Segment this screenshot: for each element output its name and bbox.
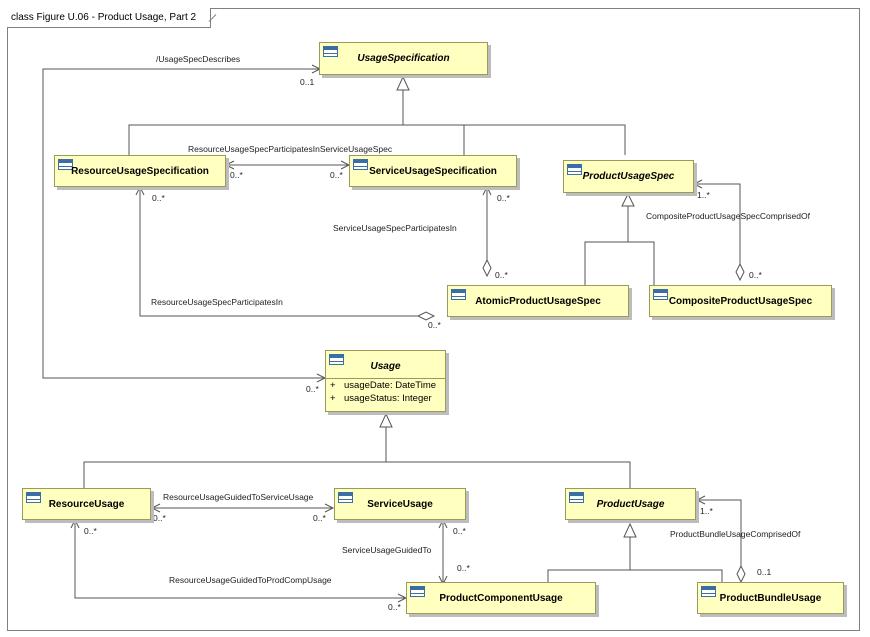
rus-apus-diamond — [416, 311, 436, 321]
mult-apus-top: 0..* — [495, 270, 508, 280]
mult-ru-to-su-right: 0..* — [313, 513, 326, 523]
class-icon — [410, 586, 425, 597]
ru-su-arrow-left — [150, 503, 161, 513]
su-pcu-arrow-top — [438, 518, 448, 529]
assoc-label-su-guided-to: ServiceUsageGuidedTo — [342, 545, 432, 555]
mult-pu-bundle: 1..* — [700, 506, 713, 516]
mult-cpus-top: 0..* — [749, 270, 762, 280]
class-service-usage[interactable]: ServiceUsage — [334, 488, 466, 520]
class-name: ServiceUsage — [367, 499, 433, 510]
mult-sus-bottom: 0..* — [497, 193, 510, 203]
class-icon — [569, 492, 584, 503]
attribute-text: usageStatus: Integer — [344, 393, 432, 404]
class-icon — [26, 492, 41, 503]
mult-rus-bottom: 0..* — [152, 193, 165, 203]
class-icon — [653, 289, 668, 300]
class-name: ProductComponentUsage — [439, 593, 563, 604]
assoc-label-rus-participates-in: ResourceUsageSpecParticipatesIn — [151, 297, 283, 307]
assoc-label-sus-participates-in: ServiceUsageSpecParticipatesIn — [333, 223, 457, 233]
pbu-comprised-arrow — [695, 495, 706, 505]
sus-apus-arrow — [482, 185, 492, 196]
mult-rus-to-sus-right: 0..* — [330, 170, 343, 180]
class-product-component-usage[interactable]: ProductComponentUsage — [406, 582, 596, 614]
class-icon — [701, 586, 716, 597]
assoc-label-ru-guided-to-su: ResourceUsageGuidedToServiceUsage — [163, 492, 314, 502]
assoc-label-ru-guided-to-pcu: ResourceUsageGuidedToProdCompUsage — [169, 575, 332, 585]
class-icon — [567, 164, 582, 175]
mult-su-bottom: 0..* — [453, 526, 466, 536]
class-product-usage-spec[interactable]: ProductUsageSpec — [563, 160, 694, 193]
usage-spec-describes-line — [42, 68, 325, 379]
mult-usage-spec-describes: 0..1 — [300, 77, 315, 87]
class-resource-usage[interactable]: ResourceUsage — [22, 488, 151, 520]
mult-pcu-top: 0..* — [457, 563, 470, 573]
gen-arrowhead-usage — [379, 412, 393, 428]
gen-component-usage-line — [547, 569, 723, 582]
class-icon — [323, 46, 338, 57]
assoc-label-usage-spec-describes: /UsageSpecDescribes — [156, 54, 241, 64]
class-icon — [58, 159, 73, 170]
class-name: CompositeProductUsageSpec — [668, 296, 813, 307]
class-name: ResourceUsageSpecification — [71, 166, 209, 177]
pbu-comprised-diamond — [736, 564, 746, 584]
class-name: ServiceUsageSpecification — [369, 166, 497, 177]
rus-apus-line — [139, 187, 418, 317]
class-icon — [353, 159, 368, 170]
class-usage[interactable]: Usage + usageDate: DateTime + usageStatu… — [325, 350, 446, 412]
class-resource-usage-specification[interactable]: ResourceUsageSpecification — [54, 155, 226, 187]
cpus-comprised-diamond — [735, 262, 745, 282]
cpus-comprised-line — [694, 183, 741, 264]
ru-pcu-line — [74, 520, 406, 599]
gen-atomic-spec-line — [584, 241, 655, 285]
sus-apus-diamond — [482, 258, 492, 278]
gen-resource-usage-line — [83, 461, 631, 488]
class-icon — [451, 289, 466, 300]
diagram-title: class Figure U.06 - Product Usage, Part … — [7, 8, 212, 28]
gen-resource-usage-spec-line — [128, 124, 626, 155]
mult-usage-end: 0..* — [306, 384, 319, 394]
class-name: ProductUsage — [596, 499, 665, 510]
attribute-compartment: + usageDate: DateTime + usageStatus: Int… — [326, 378, 445, 405]
mult-ru-to-su-left: 0..* — [153, 513, 166, 523]
class-product-usage[interactable]: ProductUsage — [565, 488, 696, 520]
mult-rus-to-sus-left: 0..* — [230, 170, 243, 180]
cpus-comprised-arrow — [692, 179, 703, 189]
class-name: ProductBundleUsage — [719, 593, 822, 604]
rus-apus-arrow — [135, 185, 145, 196]
attribute-text: usageDate: DateTime — [344, 380, 437, 391]
class-usage-specification[interactable]: UsageSpecification — [319, 42, 488, 75]
mult-apus-left: 0..* — [428, 320, 441, 330]
assoc-label-rus-participates-in-sus: ResourceUsageSpecParticipatesInServiceUs… — [188, 144, 393, 154]
class-name: AtomicProductUsageSpec — [475, 296, 601, 307]
class-service-usage-specification[interactable]: ServiceUsageSpecification — [349, 155, 517, 187]
pbu-comprised-line — [697, 499, 742, 566]
diagram-frame — [7, 8, 860, 631]
gen-arrowhead-product-usage — [623, 522, 637, 538]
gen-arrowhead-usage-specification — [396, 75, 410, 91]
mult-pbu-top: 0..1 — [757, 567, 772, 577]
class-name: UsageSpecification — [357, 53, 450, 64]
ru-su-arrow-right — [324, 503, 335, 513]
ru-pcu-arrow-top — [70, 518, 80, 529]
mult-pus-comp-top: 1..* — [697, 190, 710, 200]
assoc-label-cpus-comprised-of: CompositeProductUsageSpecComprisedOf — [646, 211, 810, 221]
rus-sus-arrow-left — [224, 160, 235, 170]
mult-pcu-left: 0..* — [388, 602, 401, 612]
mult-ru-bottom: 0..* — [84, 526, 97, 536]
class-icon — [329, 354, 344, 365]
gen-arrowhead-product-usage-spec — [621, 192, 635, 207]
class-atomic-product-usage-spec[interactable]: AtomicProductUsageSpec — [447, 285, 629, 317]
class-name: Usage — [370, 361, 401, 372]
class-icon — [338, 492, 353, 503]
class-name: ResourceUsage — [48, 499, 125, 510]
class-composite-product-usage-spec[interactable]: CompositeProductUsageSpec — [649, 285, 832, 317]
class-product-bundle-usage[interactable]: ProductBundleUsage — [697, 582, 844, 614]
attribute-row: + usageDate: DateTime — [326, 379, 445, 392]
assoc-label-pbu-comprised-of: ProductBundleUsageComprisedOf — [670, 529, 801, 539]
attribute-visibility: + — [330, 393, 336, 404]
attribute-row: + usageStatus: Integer — [326, 392, 445, 405]
class-name: ProductUsageSpec — [582, 171, 675, 182]
attribute-visibility: + — [330, 380, 336, 391]
